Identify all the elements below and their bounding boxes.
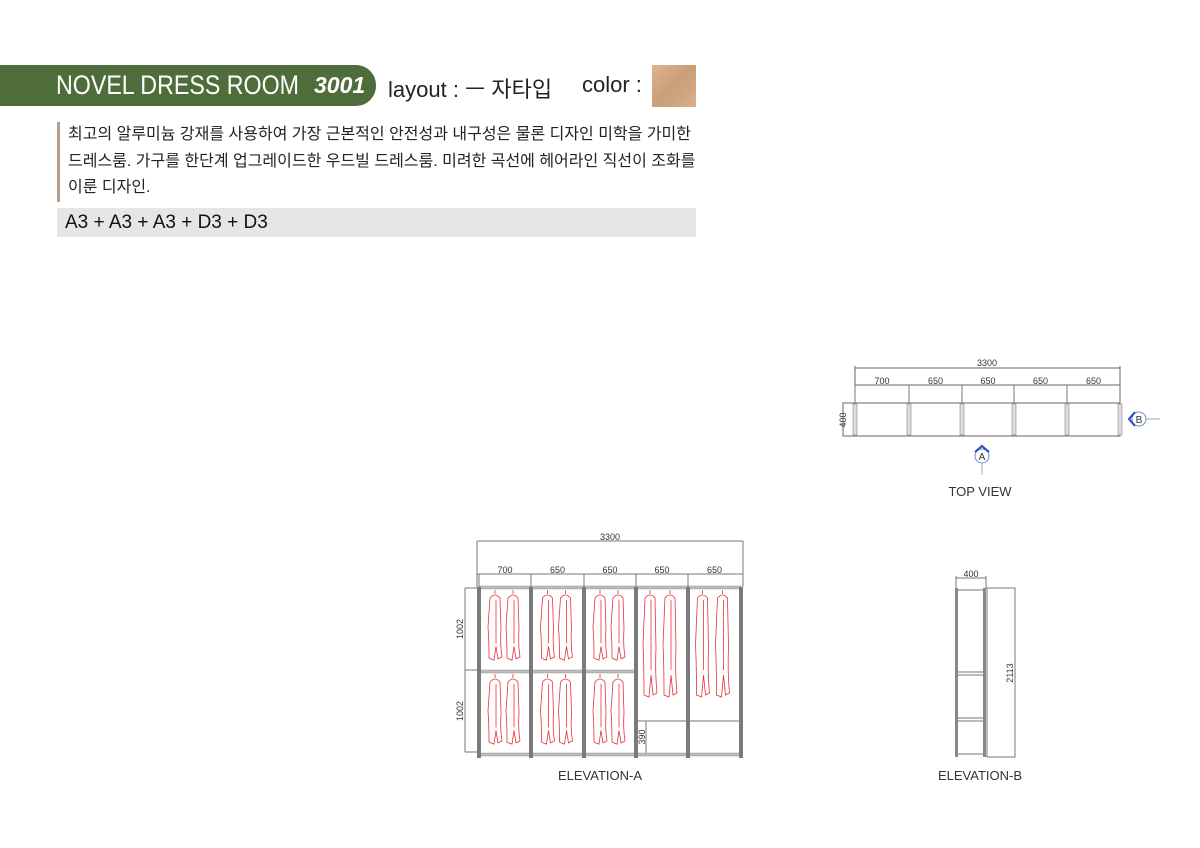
- post: [852, 403, 858, 436]
- post: [955, 588, 958, 757]
- marker-a: A: [974, 444, 990, 475]
- svg-text:B: B: [1136, 415, 1143, 426]
- dim-width: 700: [874, 376, 889, 386]
- post: [477, 587, 481, 758]
- elevation-b-label: ELEVATION-B: [938, 768, 1022, 783]
- product-title: NOVEL DRESS ROOM: [56, 70, 300, 100]
- garment-icon: [610, 590, 626, 661]
- marker-b: B: [1127, 411, 1160, 427]
- description: 최고의 알루미늄 강재를 사용하여 가장 근본적인 안전성과 내구성은 물론 디…: [57, 122, 708, 202]
- dim-total: 3300: [600, 532, 620, 542]
- dim-width: 650: [928, 376, 943, 386]
- model-number: 3001: [314, 72, 366, 98]
- svg-text:A: A: [979, 452, 986, 463]
- combination-bar: A3 + A3 + A3 + D3 + D3: [57, 208, 696, 237]
- elevation-a: 3300 1002 1002 390 ELEVATION-A 700 650 650…: [455, 532, 744, 783]
- post: [983, 588, 986, 757]
- dim-width: 650: [654, 565, 669, 575]
- garment-icon: [715, 590, 730, 698]
- post: [686, 587, 690, 758]
- dim-height-lower: 1002: [455, 701, 465, 721]
- garment-icon: [505, 590, 521, 661]
- garment-icon: [592, 590, 608, 661]
- post: [1117, 403, 1123, 436]
- color-label: color :: [582, 72, 642, 97]
- dim-width: 650: [980, 376, 995, 386]
- post: [906, 403, 912, 436]
- garment-icon: [592, 674, 608, 745]
- dim-height-upper: 1002: [455, 619, 465, 639]
- top-view: 3300 400 A B TOP VIEW 700 650 650 650 650: [838, 358, 1160, 499]
- dim-total: 3300: [977, 358, 997, 368]
- dim-width: 650: [1086, 376, 1101, 386]
- garment-icon: [540, 590, 555, 661]
- dim-width: 650: [1033, 376, 1048, 386]
- post: [739, 587, 743, 758]
- dim-depth: 400: [838, 412, 848, 427]
- top-view-label: TOP VIEW: [948, 484, 1012, 499]
- title-banner: NOVEL DRESS ROOM 3001: [0, 65, 376, 106]
- dim-depth: 400: [963, 569, 978, 579]
- garment-icon: [662, 590, 678, 698]
- garment-icon: [487, 674, 503, 745]
- color-swatch: [652, 65, 696, 107]
- garment-icon: [695, 590, 710, 698]
- dim-width: 650: [602, 565, 617, 575]
- layout-label: layout : ㅡ 자타입: [388, 77, 553, 102]
- dim-width: 650: [707, 565, 722, 575]
- elevation-a-label: ELEVATION-A: [558, 768, 642, 783]
- post: [1064, 403, 1070, 436]
- dim-drawer: 390: [637, 729, 647, 744]
- garment-icon: [642, 590, 658, 698]
- garment-icon: [540, 674, 555, 745]
- post: [959, 403, 965, 436]
- garment-icon: [558, 674, 573, 745]
- garment-icon: [505, 674, 521, 745]
- post: [634, 587, 638, 758]
- dim-width: 650: [550, 565, 565, 575]
- elevation-b: 400 2113 ELEVATION-B: [938, 569, 1022, 783]
- garment-icon: [487, 590, 503, 661]
- garment-icon: [558, 590, 573, 661]
- garment-icon: [610, 674, 626, 745]
- post: [582, 587, 586, 758]
- dim-width: 700: [497, 565, 512, 575]
- post: [1011, 403, 1017, 436]
- post: [529, 587, 533, 758]
- dim-height: 2113: [1005, 663, 1015, 682]
